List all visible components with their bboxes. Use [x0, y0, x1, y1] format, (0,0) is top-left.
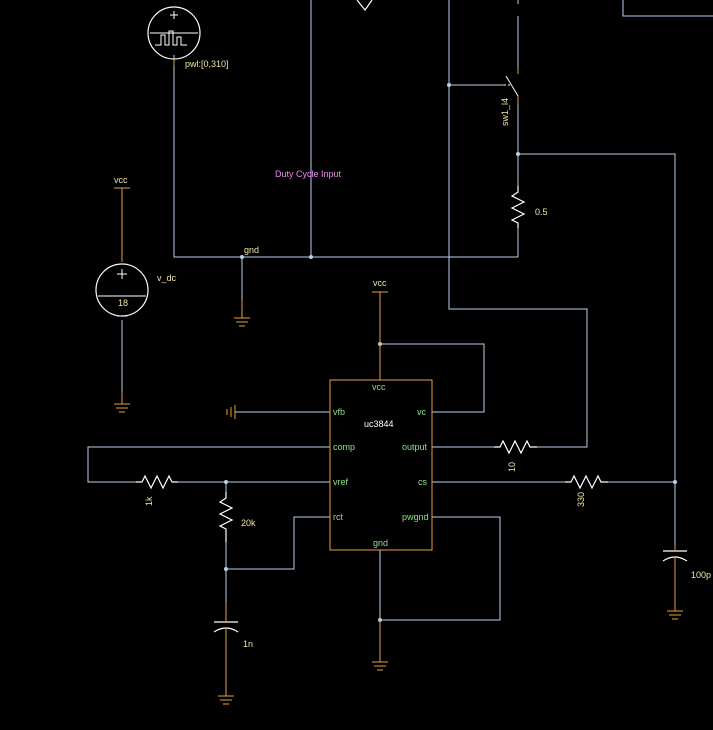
- junction-dot: [516, 152, 520, 156]
- ic-pin-rct: rct: [333, 512, 343, 522]
- ground-symbol: [234, 300, 250, 327]
- pwl-source-label: pwl:[0,310]: [185, 59, 229, 69]
- wire-pwl-gnd[interactable]: [173, 55, 518, 258]
- wire-comp-loop[interactable]: [87, 446, 330, 483]
- resistor-sense-value: 0.5: [535, 207, 548, 217]
- ground-symbol-vfb: [226, 405, 236, 419]
- ground-symbol: [218, 695, 234, 705]
- capacitor-cs-value: 100p: [691, 570, 711, 580]
- resistor-rt-value: 20k: [241, 518, 256, 528]
- junction-dot: [447, 83, 451, 87]
- ic-pin-vref: vref: [333, 477, 349, 487]
- ic-pin-vcc: vcc: [372, 382, 386, 392]
- capacitor-cs[interactable]: [662, 545, 688, 611]
- resistor-output-value: 10: [507, 462, 517, 472]
- resistor-cs-value: 330: [576, 492, 586, 507]
- resistor-rt[interactable]: [218, 492, 234, 542]
- ic-pin-output: output: [402, 442, 428, 452]
- dc-source-name: v_dc: [157, 273, 177, 283]
- ic-name: uc3844: [364, 419, 394, 429]
- wire-vcc-vc[interactable]: [380, 343, 485, 413]
- wire-top-right[interactable]: [622, 0, 713, 17]
- junction-dot: [309, 255, 313, 259]
- resistor-output[interactable]: [494, 439, 537, 455]
- wire-pwgnd[interactable]: [380, 516, 501, 621]
- resistor-comp-value: 1k: [144, 496, 154, 506]
- ic-pin-cs: cs: [418, 477, 428, 487]
- wires: [87, 0, 713, 650]
- dc-source-value: 18: [118, 298, 128, 308]
- junction-dot: [224, 480, 228, 484]
- resistor-comp[interactable]: [136, 474, 178, 490]
- wire-output-loop[interactable]: [448, 0, 588, 448]
- vcc-label-ic: vcc: [373, 278, 387, 288]
- pwl-source[interactable]: [147, 6, 201, 66]
- junction-dot: [224, 567, 228, 571]
- ic-pin-vc: vc: [417, 407, 427, 417]
- resistor-sense[interactable]: [510, 186, 526, 228]
- gnd-net-label: gnd: [244, 245, 259, 255]
- ground-symbol: [114, 392, 130, 413]
- ground-symbol: [372, 620, 388, 671]
- junction-dot: [240, 255, 244, 259]
- ground-symbol: [667, 610, 683, 620]
- wire-cs-node[interactable]: [518, 153, 676, 545]
- capacitor-ct[interactable]: [213, 602, 239, 696]
- annotation-duty-cycle: Duty Cycle Input: [275, 169, 342, 179]
- capacitor-ct-value: 1n: [243, 639, 253, 649]
- junction-dot: [673, 480, 677, 484]
- wire-rct[interactable]: [226, 516, 330, 570]
- vcc-symbol-ic: [372, 291, 388, 380]
- ic-pin-pwgnd: pwgnd: [402, 512, 429, 522]
- ic-pin-vfb: vfb: [333, 407, 345, 417]
- ic-pin-gnd: gnd: [373, 538, 388, 548]
- dc-voltage-source[interactable]: [95, 263, 149, 317]
- vcc-label-left: vcc: [114, 175, 128, 185]
- diode-symbol-partial[interactable]: [356, 0, 373, 12]
- switch-sw1[interactable]: [504, 67, 519, 104]
- ic-uc3844[interactable]: [329, 379, 433, 551]
- junction-dots: [224, 83, 677, 622]
- vcc-symbol-left: [114, 187, 130, 262]
- ic-pin-comp: comp: [333, 442, 355, 452]
- resistor-cs[interactable]: [565, 474, 608, 490]
- switch-label: sw1_l4: [500, 98, 510, 126]
